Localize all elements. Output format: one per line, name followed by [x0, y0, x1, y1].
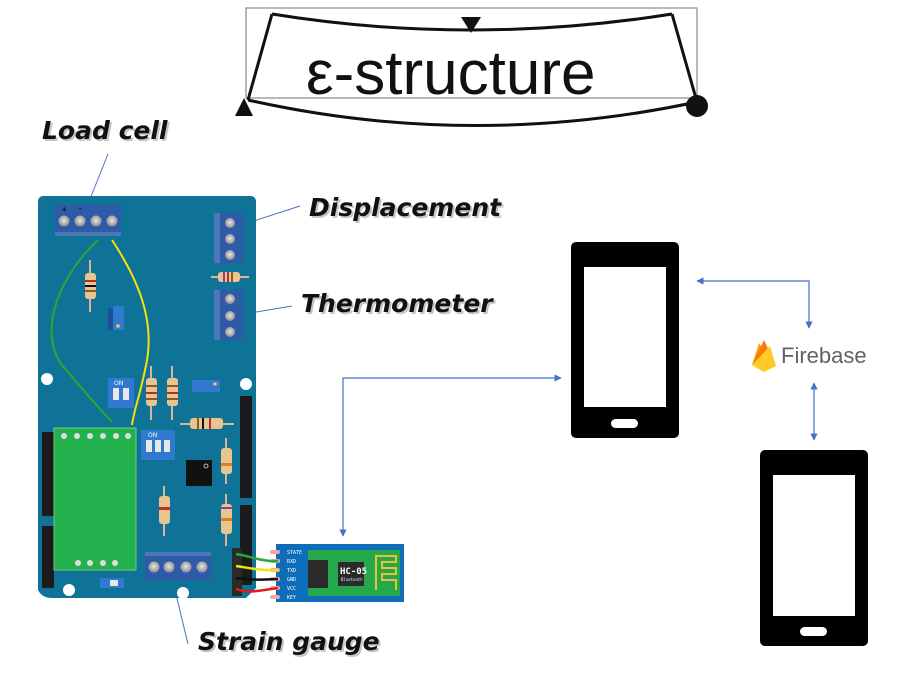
strain-gauge-label-shadow: Strain gauge — [200, 629, 382, 658]
hc05-chip-sublabel: Bluetooth — [341, 577, 363, 582]
pin-label: KEY — [287, 595, 296, 601]
displacement-label: Displacement — [309, 193, 502, 222]
load-cell-terminal: + - — [55, 204, 121, 236]
displacement-terminal — [214, 213, 243, 263]
arrow-hc05-phone — [339, 374, 562, 537]
arrow-phone-firebase — [696, 277, 813, 329]
roller-support-icon — [686, 95, 708, 117]
beam-bottom-edge — [247, 98, 698, 127]
label-load-cell: Load cell Load cell — [42, 116, 170, 147]
strain-gauge-label: Strain gauge — [198, 627, 380, 656]
mounting-hole — [177, 587, 189, 599]
label-strain-gauge: Strain gauge Strain gauge — [198, 627, 382, 658]
header-right-bottom — [240, 505, 252, 585]
mounting-hole — [41, 373, 53, 385]
hx711-module — [53, 427, 137, 571]
firebase-flame-icon — [752, 340, 776, 372]
label-thermometer: Thermometer Thermometer — [301, 289, 496, 320]
beam-right-edge — [670, 13, 699, 103]
pin-label: VCC — [287, 586, 296, 592]
dip-on-label: ON — [114, 380, 123, 387]
dip-on-label: ON — [148, 432, 157, 439]
header-right-top — [240, 396, 252, 498]
wire-rxd — [235, 552, 279, 563]
hc05-chip-2 — [338, 562, 364, 586]
ic-chip — [186, 460, 212, 486]
thermometer-terminal — [214, 290, 243, 340]
hc05-pin-labels: STATE RXD TXD GND VCC KEY — [287, 550, 302, 601]
resistor — [167, 366, 178, 420]
hc05-wires — [232, 548, 279, 596]
hc05-chip-label: HC-05 — [340, 567, 367, 577]
resistor — [159, 486, 170, 536]
resistor — [211, 272, 249, 282]
firebase-label: Firebase — [781, 343, 867, 368]
header-left-top — [42, 432, 54, 516]
title-text: ε-structure — [306, 39, 595, 108]
arduino-shield-board: + - — [38, 196, 256, 599]
trimmer — [192, 380, 220, 392]
strain-gauge-terminal — [145, 552, 211, 580]
title-frame — [245, 7, 698, 99]
displacement-label-shadow: Displacement — [311, 195, 504, 224]
terminal-minus-label: - — [79, 204, 82, 213]
hc05-antenna — [375, 555, 397, 590]
wire-gnd — [235, 576, 279, 581]
title-logo: ε-structure — [235, 7, 708, 127]
wire-vcc — [235, 586, 279, 593]
terminal-plus-label: + — [62, 205, 67, 214]
thermometer-label: Thermometer — [301, 289, 494, 318]
resistor — [85, 260, 96, 312]
header-left-bottom — [42, 526, 54, 588]
mounting-hole — [240, 378, 252, 390]
wire-connector — [232, 548, 242, 596]
resistor — [221, 494, 232, 546]
load-arrow-icon — [461, 17, 481, 33]
pin-label: RXD — [287, 559, 296, 565]
green-wire — [50, 239, 113, 423]
smartphone-icon — [760, 450, 868, 646]
yellow-wire — [111, 239, 150, 426]
slide-switch — [100, 578, 124, 588]
beam-left-edge — [246, 13, 274, 101]
load-cell-label-shadow: Load cell — [44, 118, 170, 147]
firebase-logo: Firebase — [752, 340, 867, 372]
hc05-chip-1 — [308, 560, 328, 588]
resistor — [180, 418, 234, 429]
hc05-bluetooth-module: HC-05 Bluetooth STATE RXD TXD GND VCC KE… — [270, 544, 404, 602]
pin-label: TXD — [287, 568, 296, 574]
load-cell-label: Load cell — [42, 116, 168, 145]
wire-txd — [235, 564, 279, 572]
label-displacement: Displacement Displacement — [309, 193, 504, 224]
dip-switch: ON — [141, 430, 175, 460]
resistor — [146, 366, 157, 420]
thermometer-label-shadow: Thermometer — [303, 291, 496, 320]
mounting-hole — [63, 584, 75, 596]
pin-label: STATE — [287, 550, 302, 556]
resistor — [221, 438, 232, 484]
smartphone-icon — [571, 242, 679, 438]
pin-support-icon — [235, 98, 253, 116]
pin-label: GND — [287, 577, 296, 583]
potentiometer — [108, 306, 124, 330]
dip-switch: ON — [108, 378, 134, 408]
